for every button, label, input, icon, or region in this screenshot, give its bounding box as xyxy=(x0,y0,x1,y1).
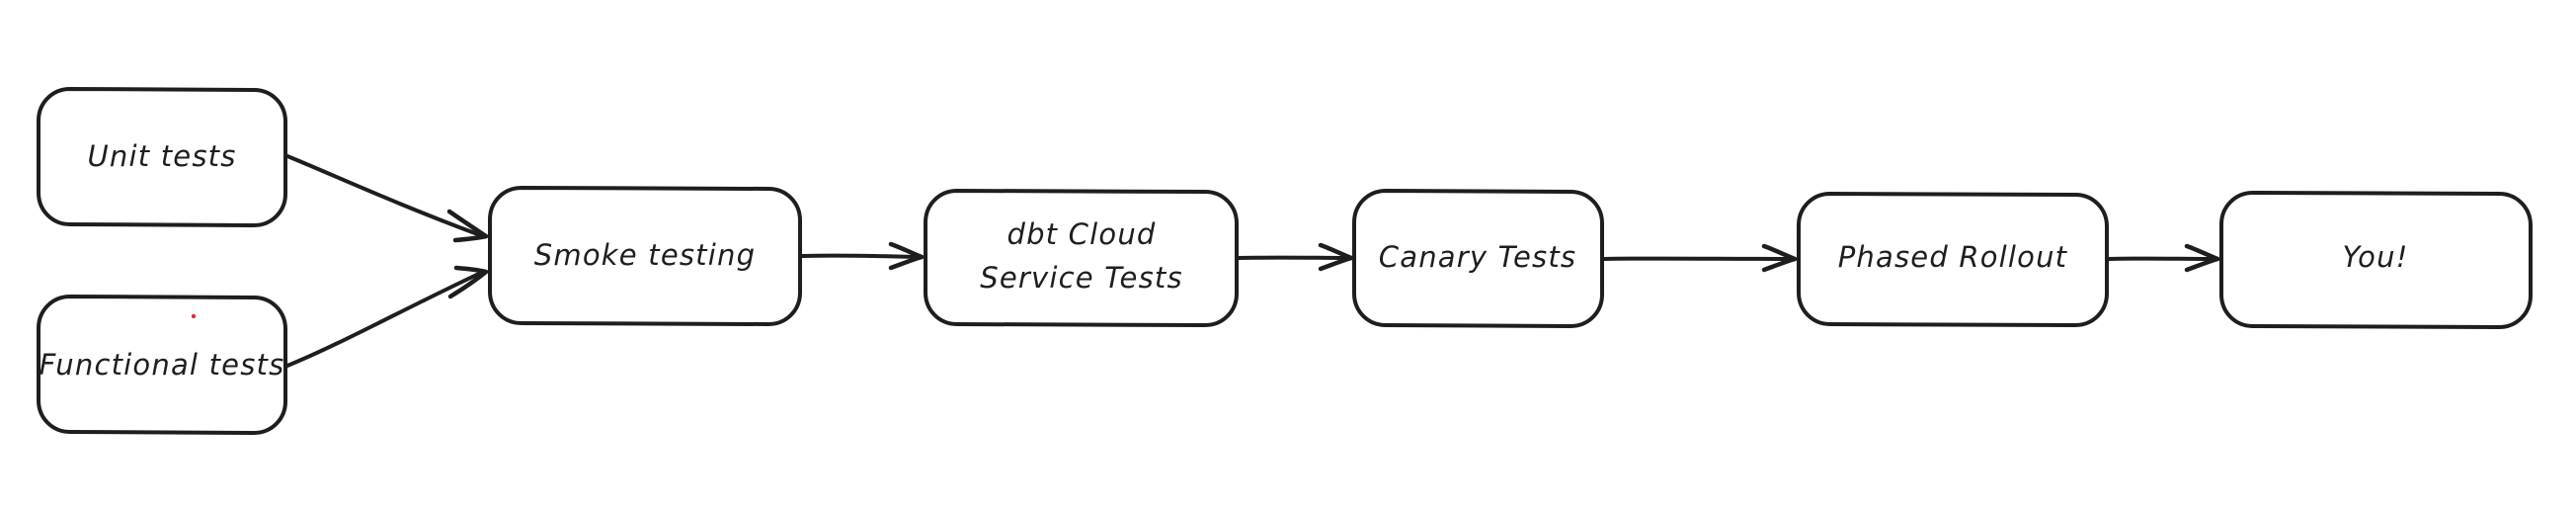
edge-canary-to-phased xyxy=(1602,243,1798,273)
node-dbt-cloud-service-tests-label-line1: dbt Cloud xyxy=(1006,217,1156,251)
node-smoke-testing-shape[interactable] xyxy=(488,186,802,326)
edge-unit-to-smoke-arrowhead-upper xyxy=(446,209,489,239)
edge-unit-to-smoke xyxy=(285,154,489,243)
edge-canary-to-phased-arrowhead-lower xyxy=(1761,256,1798,273)
node-dbt-cloud-service-tests[interactable]: dbt Cloud Service Tests xyxy=(924,189,1239,327)
node-dbt-cloud-service-tests-label-line2: Service Tests xyxy=(980,261,1183,295)
edge-dbt-to-canary xyxy=(1237,242,1354,272)
node-functional-tests-label: Functional tests xyxy=(40,348,285,382)
edge-unit-to-smoke-arrowhead-lower xyxy=(452,233,489,243)
node-unit-tests[interactable]: Unit tests xyxy=(37,87,287,227)
node-canary-tests[interactable]: Canary Tests xyxy=(1352,189,1604,328)
node-unit-tests-shape[interactable] xyxy=(37,87,287,227)
node-phased-rollout-label: Phased Rollout xyxy=(1838,240,2068,274)
node-functional-tests-shape[interactable] xyxy=(37,295,287,435)
edge-smoke-to-dbt-arrowhead-lower xyxy=(888,254,925,271)
node-smoke-testing-label: Smoke testing xyxy=(534,238,756,272)
node-you-label: You! xyxy=(2342,240,2408,274)
node-smoke-testing[interactable]: Smoke testing xyxy=(488,186,802,326)
red-speck-mark xyxy=(191,313,197,319)
edge-unit-to-smoke-line xyxy=(285,154,485,238)
edge-functional-to-smoke xyxy=(285,265,489,368)
edge-functional-to-smoke-arrowhead-lower xyxy=(453,265,489,275)
edge-phased-to-you-arrowhead-lower xyxy=(2184,256,2220,273)
node-phased-rollout[interactable]: Phased Rollout xyxy=(1797,192,2109,327)
node-functional-tests[interactable]: Functional tests xyxy=(37,295,287,435)
edge-dbt-to-canary-arrowhead-lower xyxy=(1318,255,1354,272)
edge-smoke-to-dbt xyxy=(800,241,925,271)
edge-functional-to-smoke-arrowhead-upper xyxy=(447,269,489,299)
node-dbt-cloud-service-tests-shape[interactable] xyxy=(924,189,1239,327)
node-phased-rollout-shape[interactable] xyxy=(1797,192,2109,327)
edge-functional-to-smoke-line xyxy=(285,270,485,368)
edge-smoke-to-dbt-line xyxy=(800,253,922,259)
edge-phased-to-you xyxy=(2107,243,2220,273)
node-unit-tests-label: Unit tests xyxy=(87,139,236,173)
node-canary-tests-shape[interactable] xyxy=(1352,189,1604,328)
node-you[interactable]: You! xyxy=(2219,191,2533,329)
node-canary-tests-label: Canary Tests xyxy=(1379,240,1576,274)
node-you-shape[interactable] xyxy=(2219,191,2533,329)
